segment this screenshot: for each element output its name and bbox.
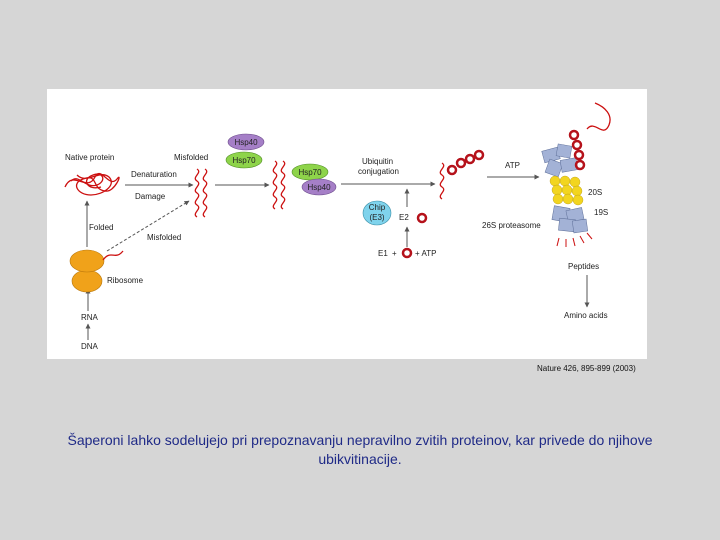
e2-label: E2 [399,213,409,222]
proteasome-26s-label: 26S proteasome [482,221,541,230]
proteasome-19s-cap-bottom [552,206,588,233]
hsp40-label: Hsp40 [234,138,258,147]
polyubiquitin-chain [448,151,483,174]
hsp70-label: Hsp70 [298,168,322,177]
bound-protein-coil [273,161,276,209]
hsp40-label: Hsp40 [307,183,331,192]
free-ubiquitin [403,249,411,257]
chip-label: Chip [369,203,386,212]
conjugation-label: conjugation [358,167,399,176]
plus-sign: + [392,249,397,258]
denaturation-label: Denaturation [131,170,177,179]
native-protein-label: Native protein [65,153,114,162]
damage-label: Damage [135,192,166,201]
rna-label: RNA [81,313,99,322]
diagram-canvas: Native protein Denaturation Damage Misfo… [47,89,647,359]
ribosome [70,250,104,292]
native-protein-tangle [65,174,119,195]
peptide-fragments [557,233,592,247]
misfolded-protein-coil [195,169,198,217]
bound-protein-coil [281,161,284,209]
peptides-label: Peptides [568,262,599,271]
proteasome-26s [542,103,610,247]
slide-caption: Šaperoni lahko sodelujejo pri prepoznava… [60,431,660,469]
proteasome-19s-cap-top [542,144,578,177]
label-19s: 19S [594,208,608,217]
amino-acids-label: Amino acids [564,311,608,320]
misfolded-protein-coil [203,169,206,217]
ubiquitinated-protein-coil [440,163,443,199]
citation: Nature 426, 895-899 (2003) [537,364,636,373]
chaperone-ubiquitin-diagram: Native protein Denaturation Damage Misfo… [47,89,647,359]
misfolding-arrow [107,201,189,251]
misfolded-top-label: Misfolded [174,153,208,162]
e3-label: (E3) [369,213,384,222]
e1-label: E1 [378,249,388,258]
dna-label: DNA [81,342,99,351]
nascent-chain [103,251,123,260]
protein-thread [587,103,610,130]
folded-label: Folded [89,223,113,232]
ubiquitin-label: Ubiquitin [362,157,393,166]
ribosome-label: Ribosome [107,276,144,285]
atp-bottom-label: + ATP [415,249,436,258]
hsp70-label: Hsp70 [232,156,256,165]
misfolded-mid-label: Misfolded [147,233,181,242]
label-20s: 20S [588,188,602,197]
ubiquitin-on-e2 [418,214,426,222]
atp-top-label: ATP [505,161,520,170]
proteasome-20s-core [550,176,583,205]
